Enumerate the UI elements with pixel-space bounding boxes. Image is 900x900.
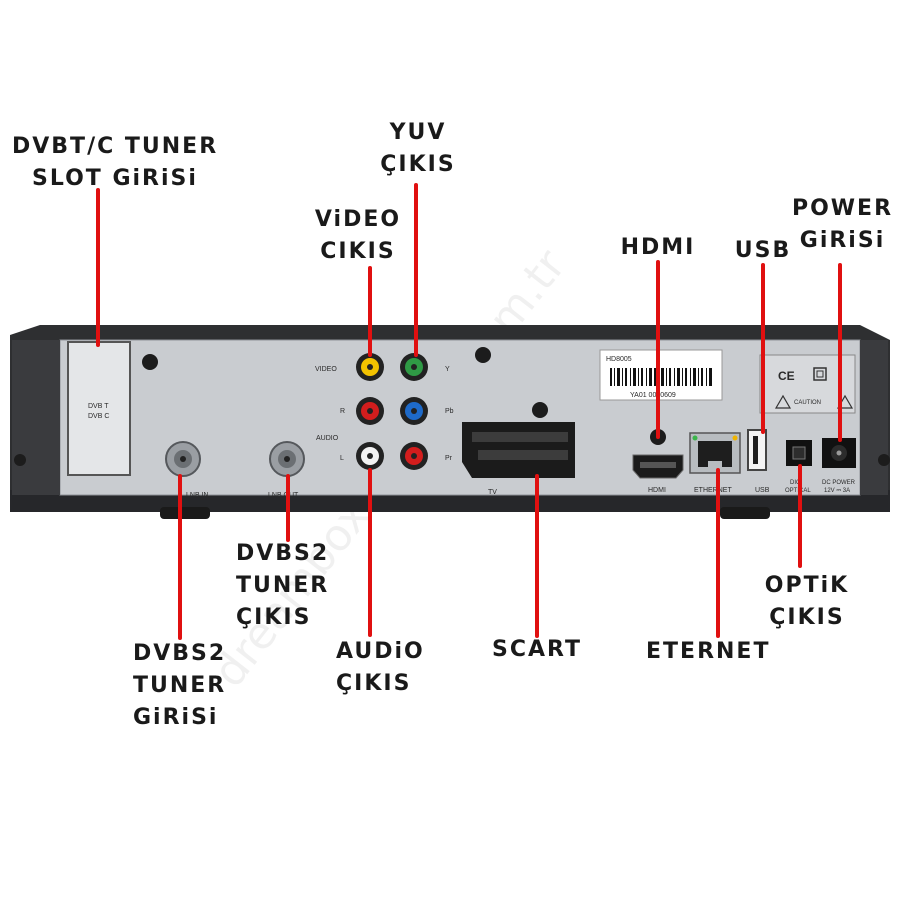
callout-line: POWER bbox=[791, 196, 894, 221]
rca-audio-r-red bbox=[356, 397, 384, 425]
callout-line: ÇIKIS bbox=[336, 671, 412, 696]
callout-line: ÇIKIS bbox=[236, 605, 312, 630]
callout-line: SLOT GiRiSi bbox=[32, 166, 198, 191]
callout-power: POWER GiRiSi bbox=[790, 193, 895, 257]
callout-line: HDMI bbox=[620, 235, 696, 260]
audio-panel-label: AUDIO bbox=[316, 435, 339, 442]
tuner-slot bbox=[67, 341, 131, 476]
ethernet-led bbox=[732, 435, 738, 441]
callout-dvbs2-in: DVBS2 TUNER GiRiSi bbox=[133, 638, 226, 734]
pr-panel-label: Pr bbox=[445, 455, 453, 462]
video-panel-label: VIDEO bbox=[315, 366, 337, 373]
callout-line: GiRiSi bbox=[799, 228, 886, 253]
callout-usb: USB bbox=[728, 235, 798, 267]
ethernet-panel-label: ETHERNET bbox=[694, 487, 732, 494]
callout-dvbt-slot: DVBT/C TUNER SLOT GiRiSi bbox=[12, 131, 218, 195]
lnb-in-connector bbox=[165, 441, 201, 477]
callout-line: CIKIS bbox=[320, 239, 396, 264]
callout-line: ÇIKIS bbox=[380, 152, 456, 177]
barcode bbox=[610, 368, 712, 386]
callout-line: ViDEO bbox=[314, 207, 402, 232]
screw bbox=[14, 454, 26, 466]
callout-line: YUV bbox=[389, 120, 447, 145]
callout-yuv: YUV ÇIKIS bbox=[368, 117, 468, 181]
callout-line: DVBS2 bbox=[133, 641, 227, 666]
rca-video-yellow bbox=[356, 353, 384, 381]
hdmi-panel-label: HDMI bbox=[648, 487, 666, 494]
receiver-back: DVB T DVB C LNB IN LNB OUT VIDEO AUDIO R… bbox=[10, 325, 890, 519]
screw bbox=[475, 347, 491, 363]
usb-panel-label: USB bbox=[755, 487, 770, 494]
callout-dvbs2-out: DVBS2 TUNER ÇIKIS bbox=[236, 538, 329, 634]
warning-icon bbox=[774, 394, 792, 409]
callout-optik: OPTiK ÇIKIS bbox=[760, 570, 854, 634]
callout-line: TUNER bbox=[133, 673, 227, 698]
callout-line: GiRiSi bbox=[133, 705, 219, 730]
caution-text: CAUTION bbox=[794, 400, 821, 406]
slot-label-dvbt: DVB T bbox=[88, 403, 109, 410]
callout-line: SCART bbox=[492, 637, 582, 662]
pb-panel-label: Pb bbox=[445, 408, 454, 415]
callout-scart: SCART bbox=[486, 634, 588, 666]
callout-audio: AUDiO ÇIKIS bbox=[336, 636, 425, 700]
double-insulation-icon bbox=[813, 367, 827, 381]
optical-panel-label-1: DIGI bbox=[790, 480, 803, 486]
leader-lines bbox=[96, 183, 842, 640]
r-panel-label: R bbox=[340, 408, 345, 415]
callout-hdmi: HDMI bbox=[612, 232, 704, 264]
rca-pr-red bbox=[400, 442, 428, 470]
scart-pins bbox=[472, 432, 568, 460]
lnb-in-label: LNB IN bbox=[186, 492, 209, 499]
callout-line: TUNER bbox=[236, 573, 330, 598]
callout-line: USB bbox=[734, 238, 792, 263]
lnb-out-connector bbox=[269, 441, 305, 477]
screw bbox=[142, 354, 158, 370]
callout-line: DVBT/C TUNER bbox=[12, 134, 219, 159]
callout-line: ÇIKIS bbox=[769, 605, 845, 630]
dc-power-panel-label-2: 12V ⎓ 3A bbox=[824, 488, 850, 494]
ethernet-led bbox=[692, 435, 698, 441]
slot-label-dvbc: DVB C bbox=[88, 413, 109, 420]
tv-panel-label: TV bbox=[488, 489, 497, 496]
side-rail-right bbox=[860, 340, 888, 495]
rca-y-green bbox=[400, 353, 428, 381]
side-rail-left bbox=[12, 340, 60, 495]
y-panel-label: Y bbox=[445, 366, 450, 373]
screw bbox=[532, 402, 548, 418]
rca-pb-blue bbox=[400, 397, 428, 425]
serial-text: YA01 0000609 bbox=[630, 392, 676, 399]
foot-left bbox=[160, 507, 210, 519]
callout-line: AUDiO bbox=[336, 639, 425, 664]
lnb-out-label: LNB OUT bbox=[268, 492, 299, 499]
dc-power-panel-label-1: DC POWER bbox=[822, 480, 856, 486]
l-panel-label: L bbox=[340, 455, 344, 462]
callout-eternet: ETERNET bbox=[646, 636, 768, 668]
foot-right bbox=[720, 507, 770, 519]
callout-line: OPTiK bbox=[764, 573, 850, 598]
callout-video: ViDEO CIKIS bbox=[310, 204, 406, 268]
rca-audio-l-white bbox=[356, 442, 384, 470]
screw bbox=[878, 454, 890, 466]
callout-line: DVBS2 bbox=[236, 541, 330, 566]
callout-line: ETERNET bbox=[646, 639, 771, 664]
ce-mark: CE bbox=[778, 369, 795, 383]
model-text: HD8005 bbox=[606, 356, 632, 363]
